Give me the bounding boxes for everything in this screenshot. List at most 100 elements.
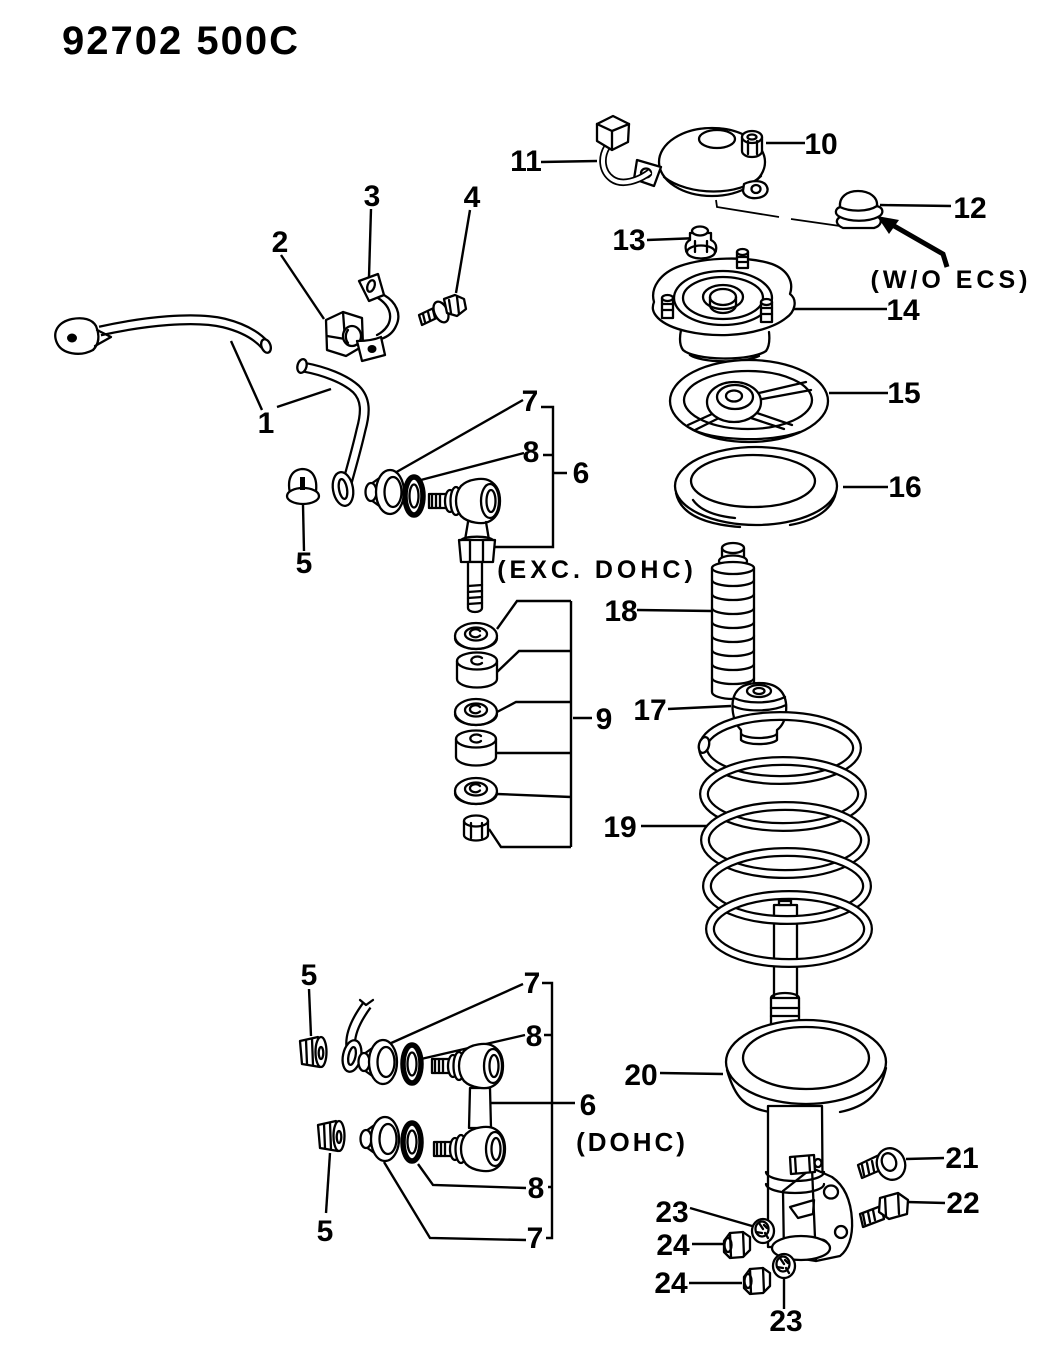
note-wo-ecs: (W/O ECS) [871, 266, 1032, 294]
part-24-nut-lower [742, 1266, 772, 1296]
leader-5-exc [301, 504, 306, 552]
leader-18 [636, 608, 713, 613]
bracket-9 [488, 599, 592, 849]
part-9-washer-set [453, 621, 499, 842]
callout-labels: 1 2 3 4 5 6 7 8 9 10 11 12 13 14 15 16 1… [258, 128, 987, 1338]
callout-12: 12 [953, 192, 986, 225]
callout-17: 17 [633, 694, 666, 727]
leader-7-exc [392, 398, 524, 476]
callout-24-lower: 24 [654, 1267, 688, 1300]
callout-14: 14 [886, 294, 920, 327]
part-8-ring-dohc-lower [403, 1123, 421, 1161]
bracket-dohc [542, 981, 554, 1240]
part-1-stabilizer-bar [54, 314, 370, 507]
part-5-nut-dohc-lower [316, 1119, 346, 1153]
callout-23-upper: 23 [655, 1196, 688, 1229]
part-5-nut-dohc-upper [298, 1035, 328, 1069]
leader-2 [280, 254, 325, 320]
callout-22: 22 [946, 1187, 979, 1220]
callout-5-exc: 5 [296, 547, 313, 580]
dohc-link-assembly [298, 998, 507, 1173]
callout-19: 19 [603, 811, 636, 844]
leader-5-dohc-lower [324, 1152, 332, 1214]
callout-2: 2 [272, 226, 289, 259]
part-8-ring-exc [405, 477, 423, 515]
callout-9: 9 [596, 703, 613, 736]
callout-6-dohc: 6 [580, 1089, 597, 1122]
callout-4: 4 [464, 181, 481, 214]
callout-24-upper: 24 [656, 1229, 690, 1262]
part-20-strut [724, 991, 888, 1263]
leader-7-dohc-lower [382, 1161, 527, 1242]
part-5-nut-exc [285, 467, 321, 506]
leader-1 [229, 340, 332, 411]
callout-20: 20 [624, 1059, 657, 1092]
part-19-coil-spring [697, 711, 873, 1012]
leader-8-dohc-lower [417, 1163, 527, 1190]
leader-23-upper [689, 1206, 753, 1228]
callout-8-dohc-lower: 8 [528, 1172, 545, 1205]
leader-20 [659, 1071, 724, 1076]
callout-7-dohc-lower: 7 [527, 1222, 544, 1255]
leader-17 [667, 704, 732, 711]
callout-8-exc: 8 [523, 436, 540, 469]
part-9-nut [462, 814, 490, 842]
part-18-dust-boot [710, 541, 756, 701]
part-7-cup-washer-dohc-lower [359, 1115, 401, 1163]
part-13-nut [684, 225, 718, 260]
callout-18: 18 [604, 595, 637, 628]
part-6-link-dohc [430, 1042, 507, 1173]
callout-7-dohc-upper: 7 [524, 967, 541, 1000]
callout-23-lower: 23 [769, 1305, 802, 1338]
callout-7-exc: 7 [522, 385, 539, 418]
callout-10: 10 [804, 128, 837, 161]
part-15-spring-seat [668, 358, 830, 444]
part-2-bushing [324, 310, 365, 358]
part-21-bolt [856, 1147, 907, 1181]
callout-13: 13 [612, 224, 645, 257]
part-7-cup-washer-dohc-upper [357, 1038, 399, 1086]
note-dohc: (DOHC) [576, 1127, 688, 1157]
callout-6-exc: 6 [573, 457, 590, 490]
part-7-cup-washer-exc [364, 468, 406, 516]
callout-3: 3 [364, 180, 381, 213]
part-6-link-exc [427, 477, 502, 614]
leader-lines [229, 141, 952, 1309]
actuator-dimple [697, 128, 737, 150]
leader-4 [454, 209, 472, 294]
arrow-wo-ecs [887, 220, 950, 268]
callout-5-dohc-upper: 5 [301, 959, 318, 992]
callout-21: 21 [945, 1142, 978, 1175]
part-11-ecs-actuator [595, 114, 769, 200]
callout-1: 1 [258, 407, 275, 440]
callout-5-dohc-lower: 5 [317, 1215, 334, 1248]
part-16-spring-pad [673, 445, 839, 529]
callout-8-dohc-upper: 8 [526, 1020, 543, 1053]
arrowhead-wo-ecs [877, 216, 899, 234]
bar-eyelet-hole [67, 333, 77, 343]
leader-8-exc [416, 451, 525, 483]
leader-11 [540, 159, 598, 164]
variant-notes: (W/O ECS) (EXC. DOHC) (DOHC) [497, 266, 1032, 1157]
part-24-nut-upper [722, 1230, 752, 1260]
callout-11: 11 [510, 145, 542, 178]
note-exc-dohc: (EXC. DOHC) [497, 556, 697, 584]
drawing-number: 92702 500C [62, 19, 300, 63]
part-23-nut-upper [750, 1217, 776, 1245]
strut-clip [788, 1153, 817, 1176]
part-4-bolt [417, 293, 468, 327]
leader-7-dohc-upper [388, 982, 524, 1046]
part-8-ring-dohc-upper [403, 1045, 421, 1083]
part-23-nut-lower [771, 1252, 797, 1280]
leader-3 [367, 208, 373, 278]
leader-21 [905, 1156, 945, 1161]
leader-5-dohc-upper [307, 988, 313, 1037]
callout-16: 16 [888, 471, 921, 504]
bracket-6-exc [489, 405, 567, 549]
leader-12 [879, 203, 952, 208]
callout-15: 15 [887, 377, 920, 410]
bracket-hole [367, 345, 377, 353]
part-12-cap [834, 189, 884, 230]
